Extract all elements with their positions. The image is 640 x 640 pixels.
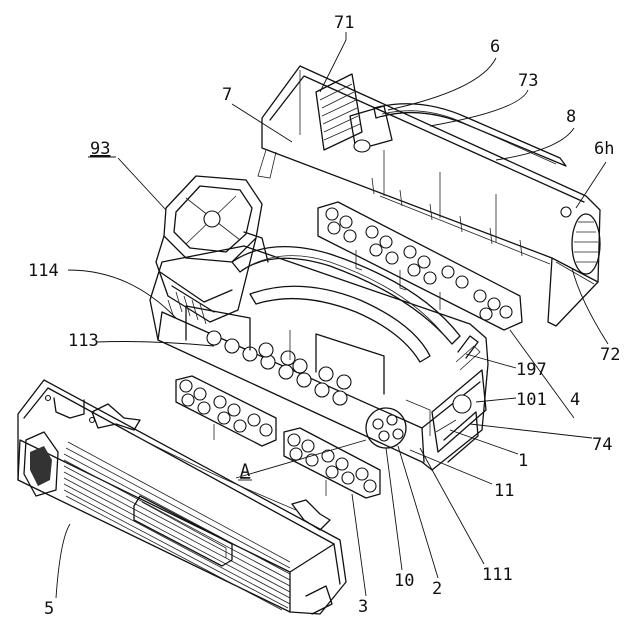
pcb-plate-3: [284, 428, 380, 498]
label-7: 7: [222, 85, 232, 105]
main-frame: [150, 246, 488, 470]
label-71: 71: [334, 13, 354, 33]
label-74: 74: [592, 435, 612, 455]
label-73: 73: [518, 71, 538, 91]
label-6h: 6h: [594, 139, 614, 159]
label-A: A: [240, 461, 250, 481]
label-72: 72: [600, 345, 620, 365]
label-101: 101: [516, 390, 547, 410]
label-2: 2: [432, 579, 442, 599]
label-11: 11: [494, 481, 514, 501]
label-93: 93: [90, 139, 110, 159]
label-5: 5: [44, 599, 54, 619]
label-4: 4: [570, 390, 580, 410]
label-114: 114: [28, 261, 59, 281]
pcb-plate-front: [176, 376, 276, 446]
label-8: 8: [566, 107, 576, 127]
label-6: 6: [490, 37, 500, 57]
label-113: 113: [68, 331, 99, 351]
label-10: 10: [394, 571, 414, 591]
label-1: 1: [518, 451, 528, 471]
leader-lines: [56, 32, 608, 598]
label-197: 197: [516, 360, 547, 380]
label-3: 3: [358, 597, 368, 617]
front-cover: [18, 380, 346, 614]
label-111: 111: [482, 565, 513, 585]
compressor: [156, 176, 268, 324]
